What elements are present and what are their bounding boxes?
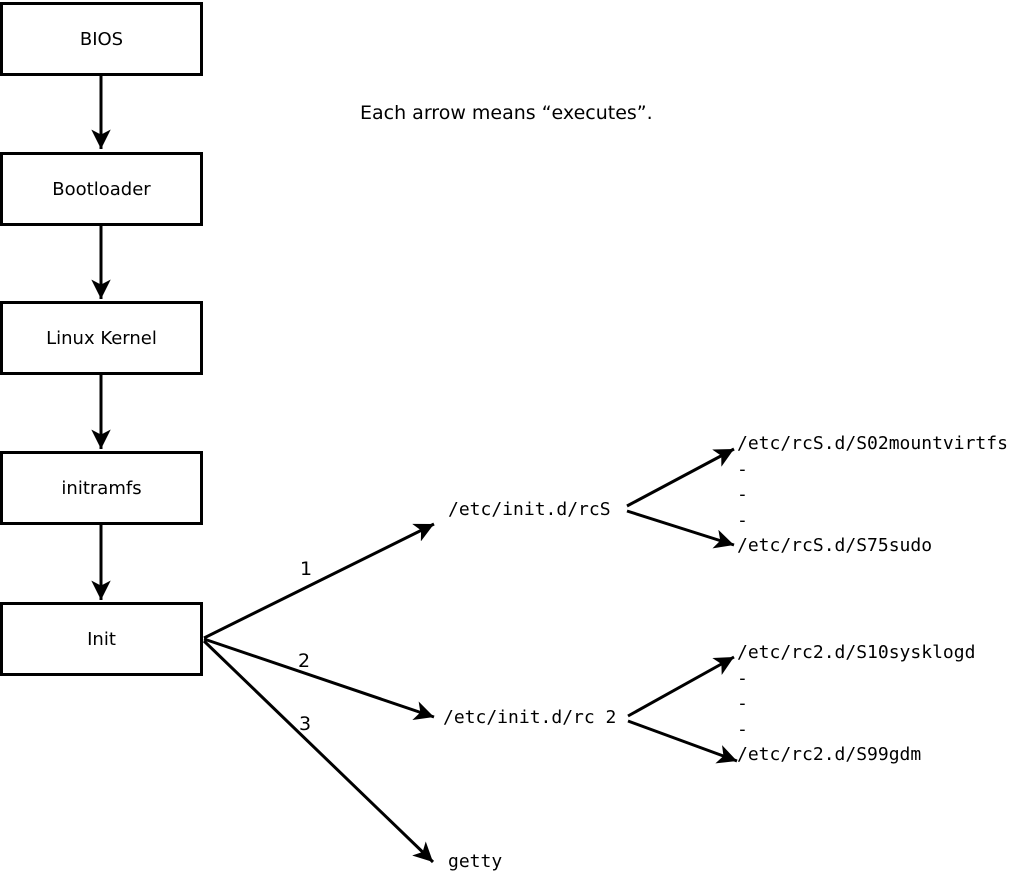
rc2-script-ellipsis-3: - [737, 718, 748, 740]
rc2-script-list: /etc/rc2.d/S10sysklogd - - - /etc/rc2.d/… [737, 640, 975, 768]
node-linux-kernel: Linux Kernel [0, 301, 203, 375]
arrow-label-3: 3 [299, 713, 312, 735]
rcs-script-ellipsis-2: - [737, 484, 748, 506]
arrow-rc2-to-s10sysklogd [627, 655, 735, 718]
legend-text: Each arrow means “executes”. [360, 102, 653, 124]
rcs-script-ellipsis-1: - [737, 458, 748, 480]
rc2-script-ellipsis-2: - [737, 693, 748, 715]
node-bootloader-label: Bootloader [52, 178, 151, 200]
rcs-script-list: /etc/rcS.d/S02mountvirtfs - - - /etc/rcS… [737, 431, 1008, 559]
rc2-script-s99gdm: /etc/rc2.d/S99gdm [737, 744, 922, 766]
arrow-init-to-rc2 [203, 637, 435, 720]
arrow-init-to-getty [202, 639, 435, 864]
arrow-rcs-to-s75sudo [626, 509, 735, 549]
node-initramfs: initramfs [0, 451, 203, 525]
node-bios: BIOS [0, 2, 203, 76]
rcs-script-ellipsis-3: - [737, 509, 748, 531]
arrow-label-2: 2 [298, 650, 311, 672]
rcs-script-s02mountvirtfs: /etc/rcS.d/S02mountvirtfs [737, 433, 1008, 454]
target-getty-label: getty [448, 851, 503, 872]
arrow-rc2-to-s99gdm [627, 719, 738, 764]
rcs-script-s75sudo: /etc/rcS.d/S75sudo [737, 535, 933, 557]
target-rc2-label: /etc/init.d/rc 2 [443, 707, 617, 728]
node-bios-label: BIOS [79, 28, 124, 50]
node-bootloader: Bootloader [0, 152, 203, 226]
arrow-label-1: 1 [300, 558, 313, 580]
rc2-script-ellipsis-1: - [737, 667, 748, 689]
node-linux-kernel-label: Linux Kernel [46, 327, 157, 349]
arrow-init-to-rcs [203, 522, 435, 640]
node-init-label: Init [87, 628, 116, 650]
target-rcs-label: /etc/init.d/rcS [448, 499, 611, 520]
node-init: Init [0, 602, 203, 676]
node-initramfs-label: initramfs [61, 477, 142, 499]
arrow-rcs-to-s02mountvirtfs [626, 447, 735, 508]
rc2-script-s10sysklogd: /etc/rc2.d/S10sysklogd [737, 642, 976, 663]
